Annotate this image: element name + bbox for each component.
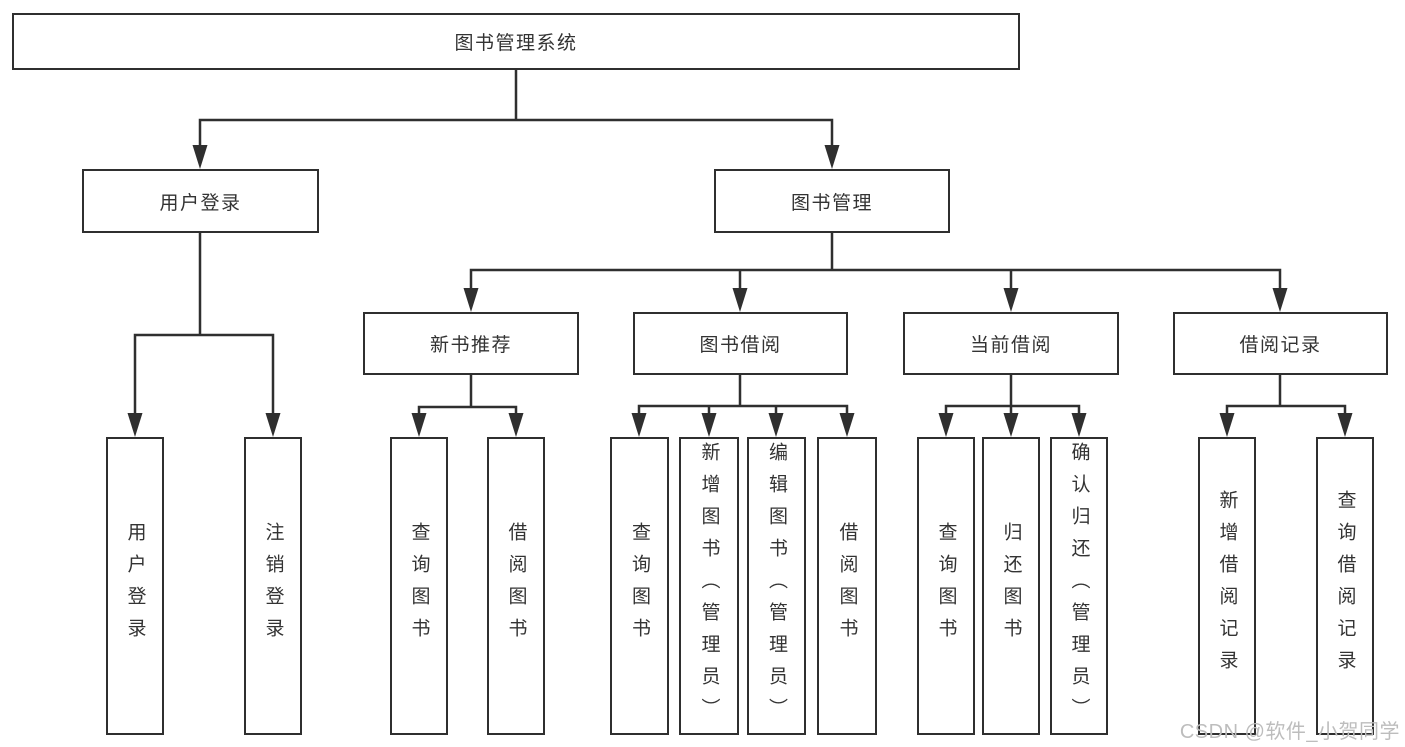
leaf-edit-book-admin-label: 编辑图书（管理员） <box>766 442 787 730</box>
csdn-watermark: CSDN @软件_小贺同学 <box>1179 721 1400 743</box>
leaf-borrow-book-recommend: 借阅图书 <box>487 437 545 735</box>
leaf-query-book-recommend-label: 查询图书 <box>408 522 430 650</box>
leaf-user-login: 用户登录 <box>106 437 164 735</box>
leaf-query-borrow-record-label: 查询借阅记录 <box>1334 490 1356 682</box>
leaf-return-book-label: 归还图书 <box>1000 522 1022 650</box>
leaf-query-book-current-label: 查询图书 <box>935 522 957 650</box>
leaf-borrow-book-recommend-label: 借阅图书 <box>505 522 527 650</box>
leaf-add-borrow-record: 新增借阅记录 <box>1198 437 1256 735</box>
node-new-book-recommend-label: 新书推荐 <box>429 335 512 356</box>
leaf-query-book-borrow-label: 查询图书 <box>629 522 650 650</box>
leaf-confirm-return-admin: 确认归还（管理员） <box>1050 437 1108 735</box>
node-book-borrow: 图书借阅 <box>633 312 848 375</box>
node-borrow-record: 借阅记录 <box>1173 312 1388 375</box>
leaf-user-login-label: 用户登录 <box>124 522 146 650</box>
node-current-borrow-label: 当前借阅 <box>969 335 1052 356</box>
node-user-login-label: 用户登录 <box>159 192 242 214</box>
leaf-query-book-recommend: 查询图书 <box>390 437 448 735</box>
arrowheads <box>127 145 1353 437</box>
node-new-book-recommend: 新书推荐 <box>363 312 579 375</box>
node-root: 图书管理系统 <box>12 13 1020 70</box>
leaf-query-book-current: 查询图书 <box>917 437 975 735</box>
node-current-borrow: 当前借阅 <box>903 312 1119 375</box>
leaf-logout-login: 注销登录 <box>244 437 302 735</box>
leaf-logout-login-label: 注销登录 <box>262 522 284 650</box>
node-user-login: 用户登录 <box>82 169 319 233</box>
leaf-borrow-book: 借阅图书 <box>817 437 877 735</box>
leaf-add-book-admin: 新增图书（管理员） <box>679 437 739 735</box>
leaf-return-book: 归还图书 <box>982 437 1040 735</box>
node-borrow-record-label: 借阅记录 <box>1239 335 1322 356</box>
node-book-borrow-label: 图书借阅 <box>699 335 782 356</box>
node-book-management-label: 图书管理 <box>790 192 873 214</box>
leaf-add-borrow-record-label: 新增借阅记录 <box>1216 490 1238 682</box>
leaf-add-book-admin-label: 新增图书（管理员） <box>698 442 720 730</box>
leaf-confirm-return-admin-label: 确认归还（管理员） <box>1068 442 1090 730</box>
leaf-query-book-borrow: 查询图书 <box>610 437 669 735</box>
node-book-management: 图书管理 <box>714 169 950 233</box>
leaf-edit-book-admin: 编辑图书（管理员） <box>747 437 806 735</box>
leaf-query-borrow-record: 查询借阅记录 <box>1316 437 1374 735</box>
leaf-borrow-book-label: 借阅图书 <box>836 522 858 650</box>
node-root-label: 图书管理系统 <box>454 33 578 54</box>
